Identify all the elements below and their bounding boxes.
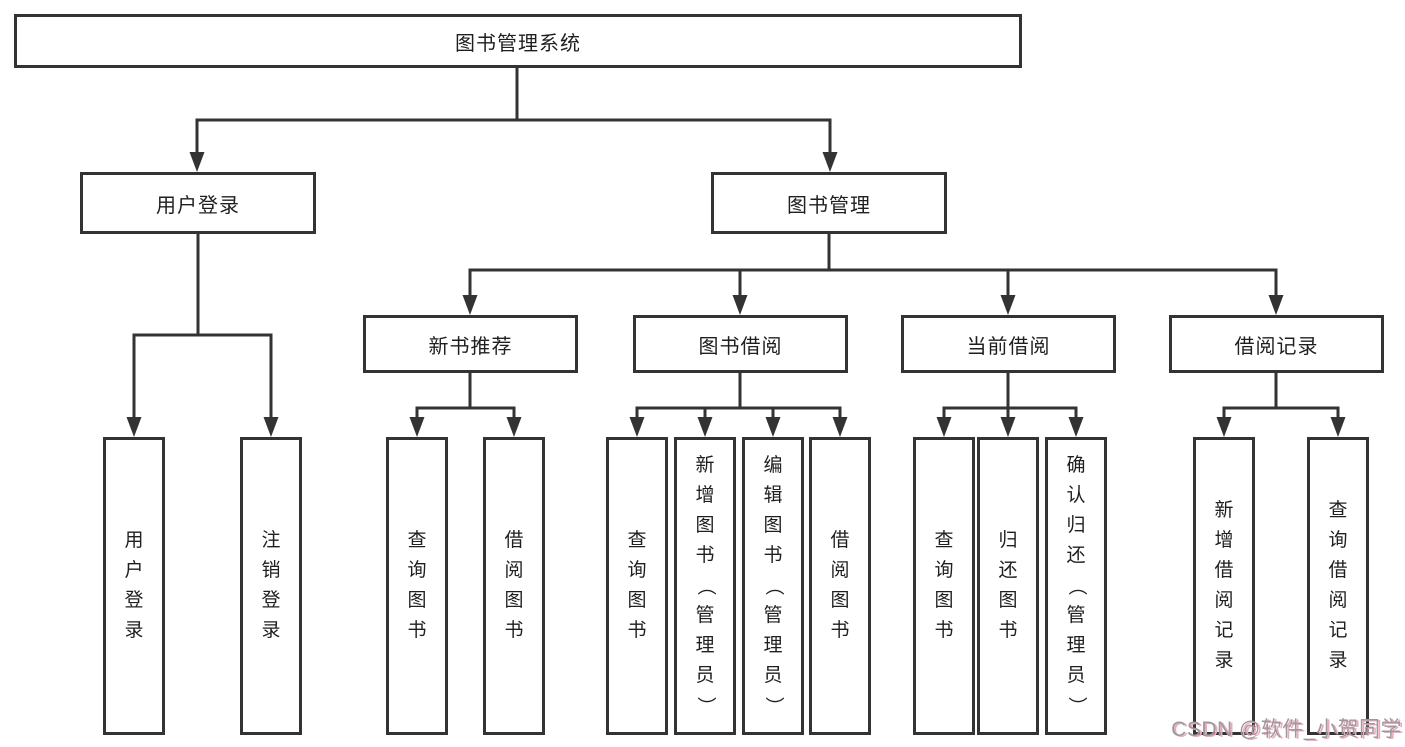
node-leaf-add-borrow-record: 新增借阅记录 — [1193, 437, 1255, 735]
node-new-book-recommend: 新书推荐 — [363, 315, 578, 373]
node-current-borrow: 当前借阅 — [901, 315, 1116, 373]
node-leaf-user-login: 用户登录 — [103, 437, 165, 735]
node-leaf-edit-books-admin: 编辑图书（管理员） — [742, 437, 804, 735]
node-leaf-add-books-admin: 新增图书（管理员） — [674, 437, 736, 735]
node-leaf-query-books-recommend: 查询图书 — [386, 437, 448, 735]
node-book-management: 图书管理 — [711, 172, 947, 234]
node-leaf-borrow-books: 借阅图书 — [809, 437, 871, 735]
node-user-login: 用户登录 — [80, 172, 316, 234]
csdn-watermark: CSDN @软件_小贺同学 — [1171, 718, 1402, 741]
node-borrow-records: 借阅记录 — [1169, 315, 1384, 373]
node-leaf-confirm-return-admin: 确认归还（管理员） — [1045, 437, 1107, 735]
node-leaf-query-books-current: 查询图书 — [913, 437, 975, 735]
node-leaf-query-books-borrow: 查询图书 — [606, 437, 668, 735]
node-root-library-system: 图书管理系统 — [14, 14, 1022, 68]
node-leaf-query-borrow-record: 查询借阅记录 — [1307, 437, 1369, 735]
node-leaf-logout: 注销登录 — [240, 437, 302, 735]
node-book-borrow: 图书借阅 — [633, 315, 848, 373]
node-leaf-return-books: 归还图书 — [977, 437, 1039, 735]
node-leaf-borrow-books-recommend: 借阅图书 — [483, 437, 545, 735]
